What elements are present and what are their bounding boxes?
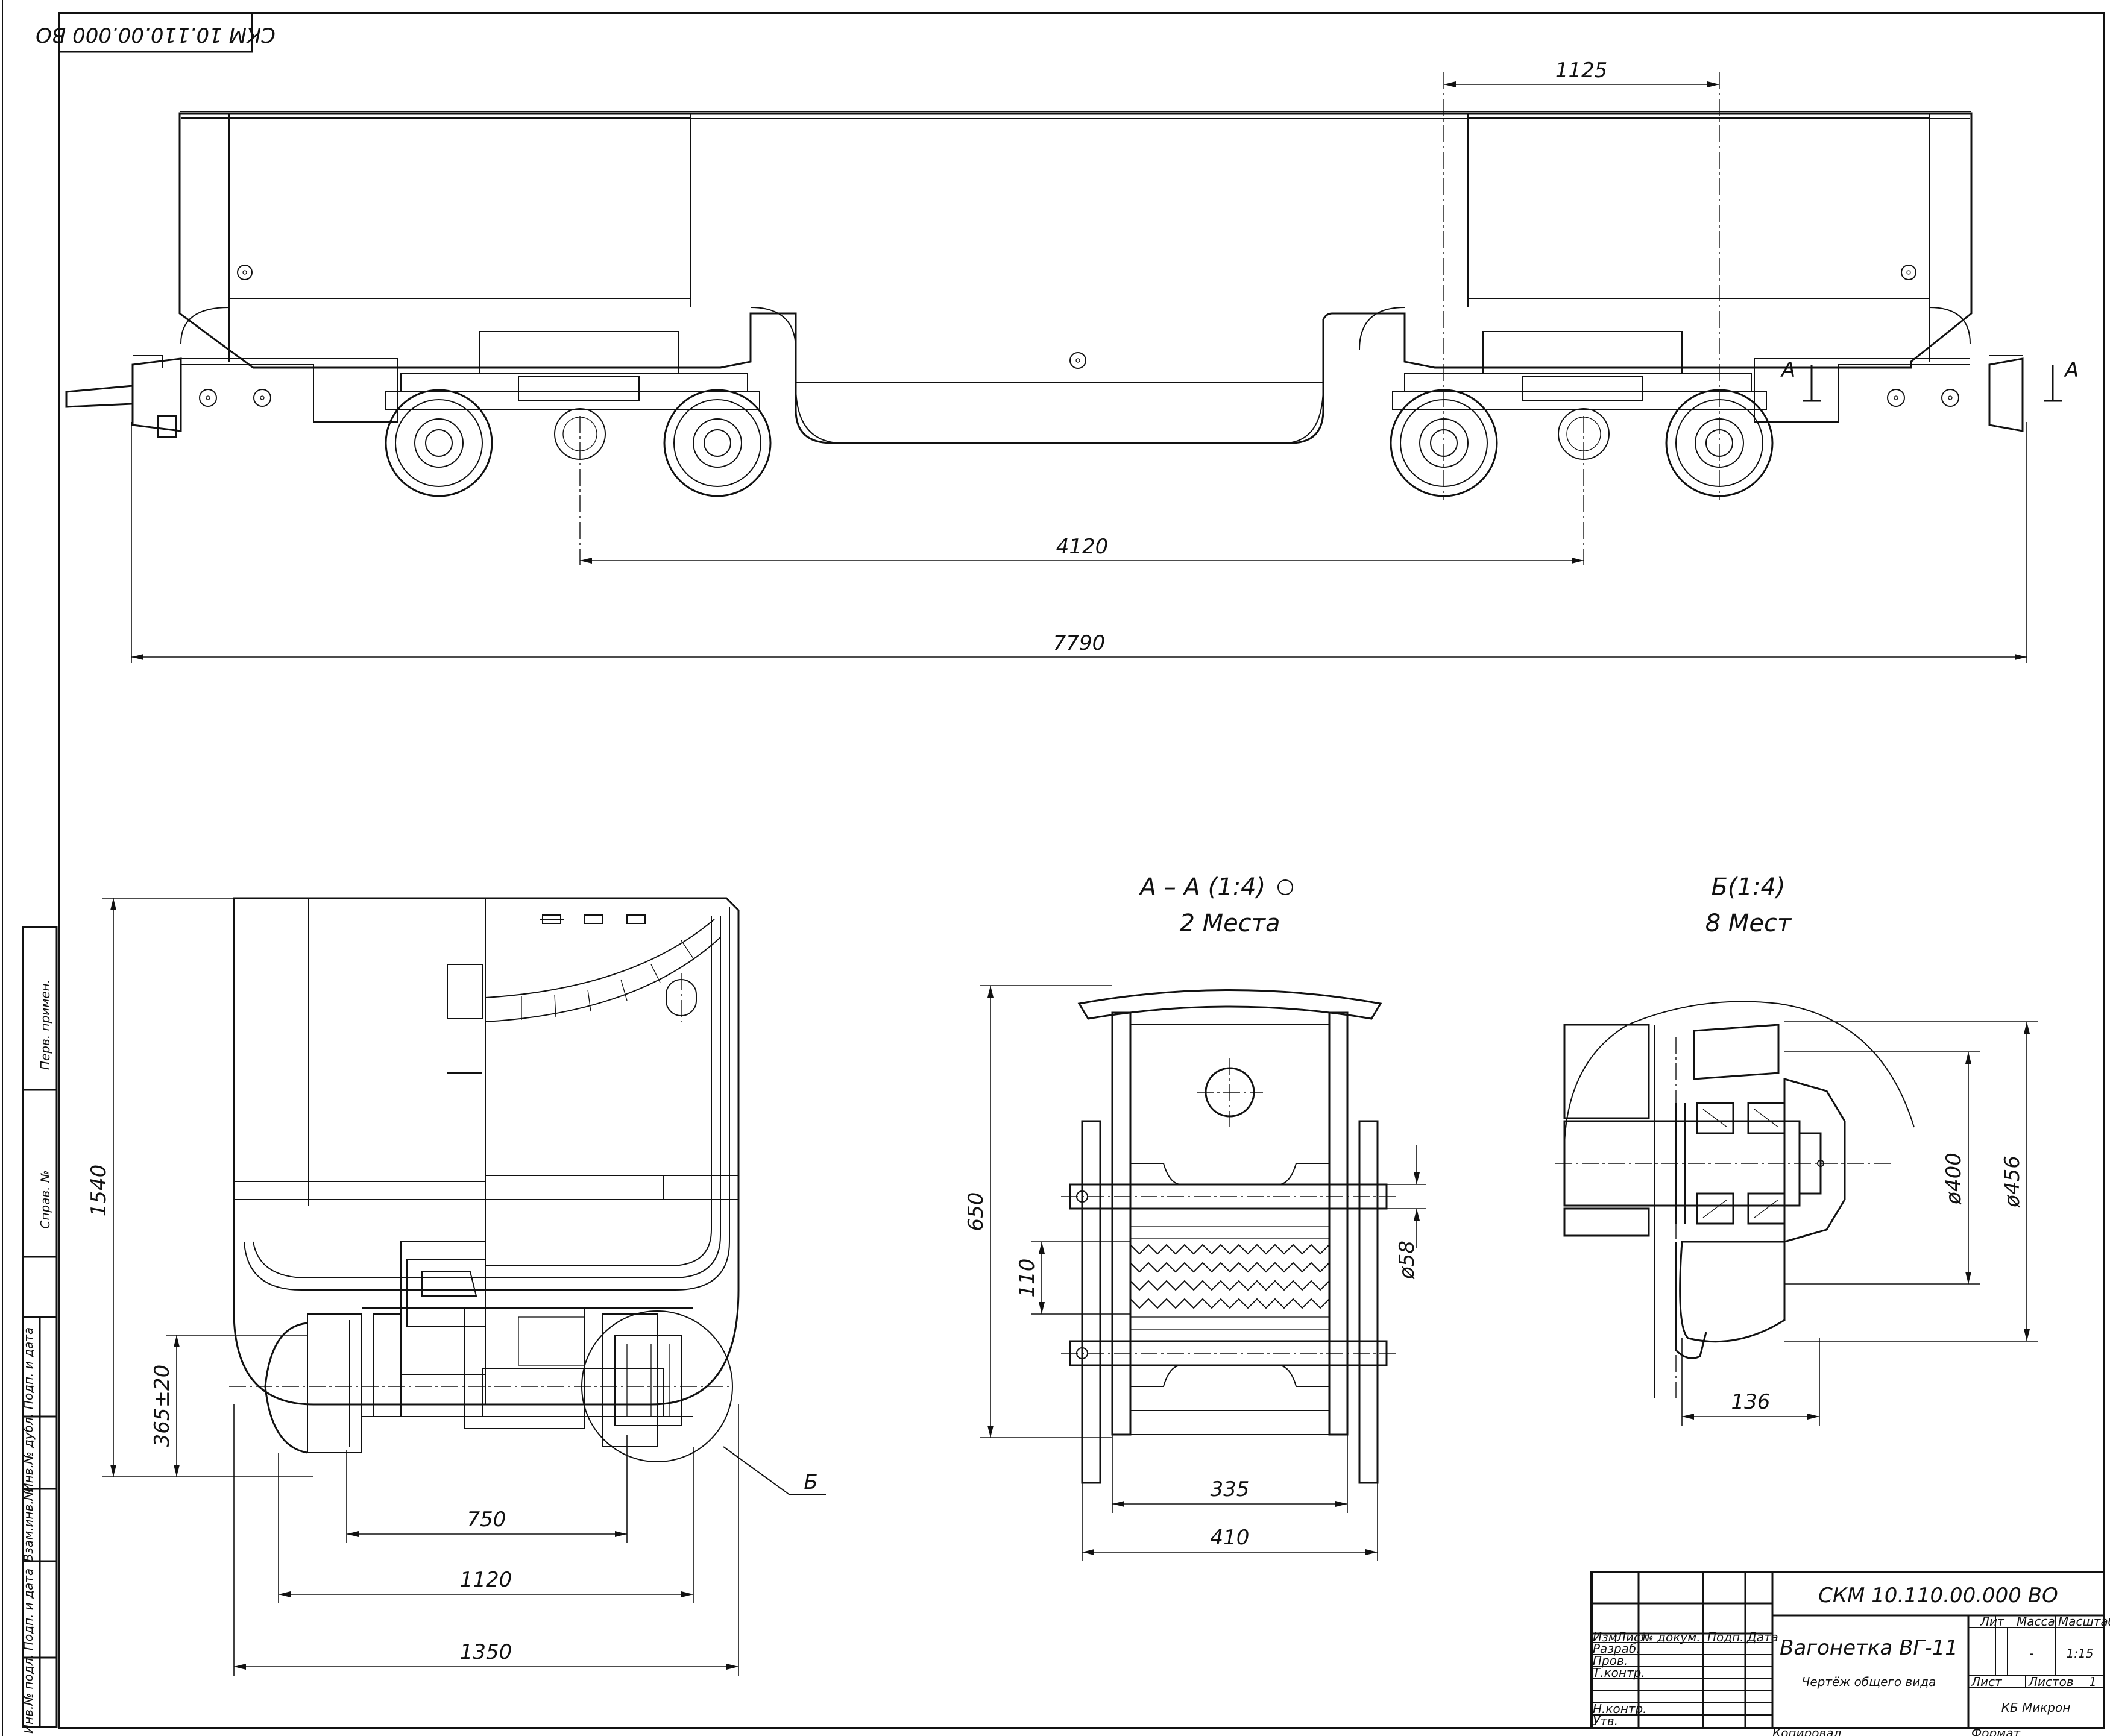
end-view: Б 1540 365±20 750 1120 1350 <box>87 897 826 1676</box>
view-b-title: Б(1:4) <box>1711 873 1785 901</box>
tb-org: КБ Микрон <box>2001 1700 2071 1715</box>
top-stamp: СКМ 10.110.00.000 ВО <box>36 12 276 53</box>
tb-format: Формат <box>1971 1726 2021 1736</box>
tb-massa: Масса <box>2017 1614 2055 1629</box>
section-mark-a-right: А <box>2064 358 2079 382</box>
view-aa-sub: 2 Места <box>1179 910 1280 937</box>
rotate-symbol-icon <box>1277 879 1293 895</box>
tb-col-podp: Подп. <box>1707 1630 1744 1644</box>
dim-110: 110 <box>1015 1259 1039 1298</box>
detail-b: Б(1:4) 8 Мест ø400 <box>1555 873 2038 1426</box>
dim-1120: 1120 <box>460 1568 512 1592</box>
dim-1350: 1350 <box>460 1640 512 1664</box>
dim-365: 365±20 <box>150 1365 174 1447</box>
tb-designation: СКМ 10.110.00.000 ВО <box>1818 1583 2058 1608</box>
side-label-podp1: Подп. и дата <box>21 1327 36 1409</box>
dim-4120: 4120 <box>1056 535 1109 559</box>
dim-136: 136 <box>1731 1390 1771 1414</box>
top-stamp-text: СКМ 10.110.00.000 ВО <box>36 23 276 47</box>
tb-masshtab: Масштаб <box>2058 1614 2110 1629</box>
dim-400: ø400 <box>1942 1153 1966 1205</box>
side-strip: Перв. примен. Справ. № Подп. и дата Инв.… <box>21 926 58 1734</box>
tb-row-utv: Утв. <box>1593 1714 1618 1728</box>
tb-row-tkontr: Т.контр. <box>1593 1665 1645 1680</box>
wheel-2 <box>663 389 772 497</box>
dim-750: 750 <box>467 1508 506 1532</box>
dim-335: 335 <box>1211 1477 1250 1502</box>
tb-row-prov: Пров. <box>1593 1653 1628 1668</box>
view-aa-title: А – А (1:4) <box>1138 873 1265 901</box>
callout-b: Б <box>804 1470 817 1494</box>
tb-col-list: Лист <box>1616 1630 1648 1644</box>
tb-row-razrab: Разраб. <box>1593 1641 1640 1656</box>
dim-58: ø58 <box>1395 1241 1419 1280</box>
tb-kopiroval: Копировал <box>1772 1726 1841 1736</box>
view-b-sub: 8 Мест <box>1705 910 1792 937</box>
side-label-podl: Инв.№ подл. <box>21 1654 36 1734</box>
tb-col-doc: № докум. <box>1640 1630 1701 1644</box>
wheel-1 <box>385 389 493 497</box>
tb-list: Лист <box>1971 1675 2003 1689</box>
side-label-vzam: Взам.инв.№ <box>21 1488 36 1562</box>
side-label-perv: Перв. примен. <box>38 980 52 1070</box>
tb-col-izm: Изм <box>1593 1630 1617 1644</box>
dim-1125: 1125 <box>1555 58 1608 83</box>
tb-listov: Листов <box>2028 1675 2074 1689</box>
tb-doc-type: Чертёж общего вида <box>1802 1675 1936 1689</box>
dim-650: 650 <box>964 1192 988 1231</box>
side-label-podp2: Подп. и дата <box>21 1568 36 1650</box>
section-mark-a-left: А <box>1780 358 1795 382</box>
section-aa: А – А (1:4) 2 Места <box>964 873 1426 1561</box>
dim-7790: 7790 <box>1053 631 1106 655</box>
title-block: Изм Лист № докум. Подп. Дата Разраб. Про… <box>1590 1571 2110 1736</box>
tb-massa-val: - <box>2029 1646 2033 1661</box>
tb-col-data: Дата <box>1746 1630 1778 1644</box>
side-view: А А 1125 4120 7790 <box>65 58 2079 663</box>
dim-410: 410 <box>1211 1526 1250 1550</box>
side-label-sprav: Справ. № <box>38 1170 52 1228</box>
dim-456: ø456 <box>2000 1156 2024 1208</box>
tb-listov-val: 1 <box>2089 1675 2097 1689</box>
tb-row-nkontr: Н.контр. <box>1593 1702 1647 1716</box>
dim-1540: 1540 <box>87 1165 111 1217</box>
tb-name: Вагонетка ВГ-11 <box>1780 1636 1958 1660</box>
side-label-dubl: Инв.№ дубл. <box>21 1414 36 1492</box>
tb-lit: Лит <box>1980 1614 2005 1629</box>
tb-scale-val: 1:15 <box>2067 1646 2094 1661</box>
